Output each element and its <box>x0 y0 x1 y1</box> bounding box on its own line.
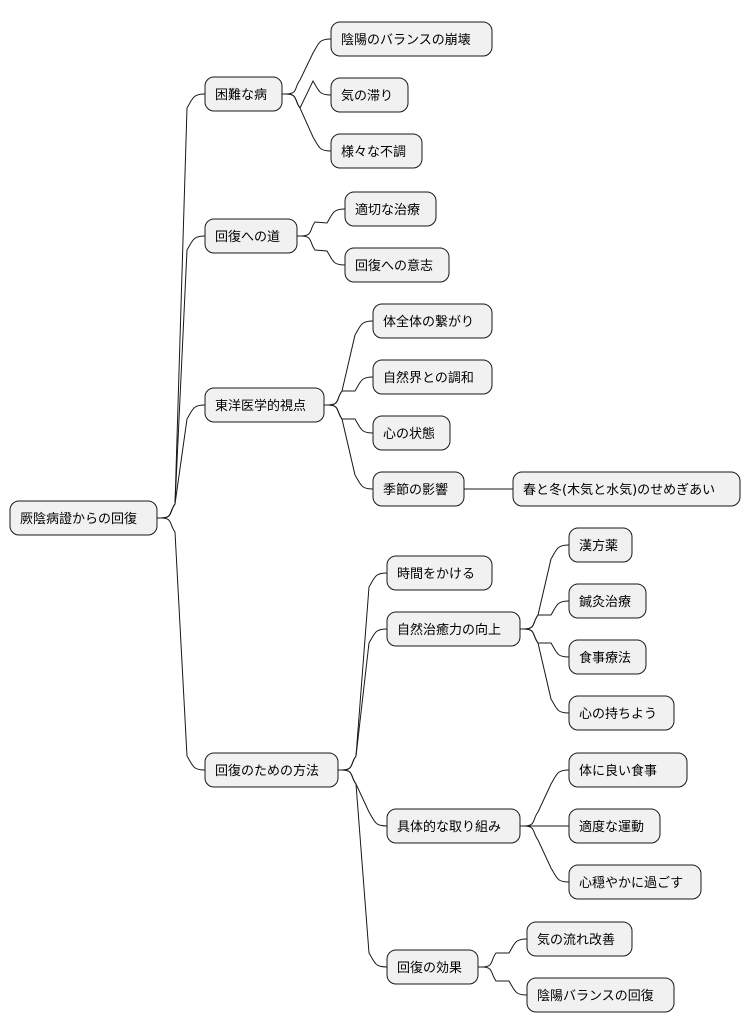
connector-line <box>338 769 388 968</box>
node-label: 体全体の繋がり <box>383 314 474 330</box>
node-label: 困難な病 <box>215 88 267 103</box>
leaf-node[interactable]: 体に良い食事 <box>568 752 688 788</box>
connector-line <box>157 517 206 771</box>
connector-line <box>282 93 332 152</box>
connector-line <box>520 769 570 827</box>
connector-line <box>297 208 346 237</box>
connector-line <box>324 404 374 490</box>
node-label: 様々な不調 <box>341 145 406 160</box>
connector-line <box>520 600 570 630</box>
node-label: 食事療法 <box>579 650 631 666</box>
connector-line <box>338 628 388 771</box>
leaf-node[interactable]: 適度な運動 <box>568 808 661 844</box>
node-label: 体に良い食事 <box>579 763 657 779</box>
leaf-node[interactable]: 適切な治療 <box>344 191 437 227</box>
node-label: 陰陽バランスの回復 <box>537 988 654 1004</box>
leaf-node[interactable]: 自然界との調和 <box>372 359 493 395</box>
connector-line <box>478 938 528 968</box>
connector-line <box>157 235 206 519</box>
branch-node[interactable]: 季節の影響 <box>372 471 465 507</box>
leaf-node[interactable]: 春と冬(木気と水気)のせめぎあい <box>512 471 741 507</box>
node-label: 鍼灸治療 <box>579 594 631 610</box>
branch-node[interactable]: 困難な病 <box>204 76 283 112</box>
leaf-node[interactable]: 心穏やかに過ごす <box>568 864 702 900</box>
node-label: 回復の効果 <box>397 960 462 976</box>
node-label: 厥陰病證からの回復 <box>20 511 137 527</box>
connector-line <box>324 376 374 406</box>
leaf-node[interactable]: 心の持ちよう <box>568 695 675 731</box>
connector-line <box>157 404 206 519</box>
leaf-node[interactable]: 陰陽バランスの回復 <box>526 977 675 1013</box>
leaf-node[interactable]: 陰陽のバランスの崩壊 <box>330 21 493 57</box>
connector-line <box>520 825 570 883</box>
branch-node[interactable]: 東洋医学的視点 <box>204 387 325 423</box>
leaf-node[interactable]: 気の流れ改善 <box>526 921 633 957</box>
branch-node[interactable]: 自然治癒力の向上 <box>386 611 521 647</box>
connector-line <box>324 320 374 406</box>
leaf-node[interactable]: 漢方薬 <box>568 527 633 563</box>
node-label: 東洋医学的視点 <box>215 398 306 414</box>
node-label: 陰陽のバランスの崩壊 <box>341 33 471 48</box>
branch-node[interactable]: 具体的な取り組み <box>386 808 521 844</box>
node-label: 時間をかける <box>397 567 475 582</box>
node-label: 気の流れ改善 <box>537 932 615 948</box>
root-node[interactable]: 厥陰病證からの回復 <box>9 500 158 536</box>
mindmap-nodes: 厥陰病證からの回復 困難な病 陰陽のバランスの崩壊 気の滞り 様々な不調 回復へ… <box>9 21 741 1013</box>
connector-line <box>478 966 528 996</box>
connector-line <box>157 93 206 519</box>
connector-line <box>520 544 570 630</box>
connector-line <box>520 628 570 658</box>
node-label: 心の持ちよう <box>579 707 657 722</box>
leaf-node[interactable]: 気の滞り <box>330 77 409 113</box>
connector-line <box>338 769 388 827</box>
connector-lines <box>157 38 570 996</box>
leaf-node[interactable]: 鍼灸治療 <box>568 583 647 619</box>
leaf-node[interactable]: 心の状態 <box>372 415 451 451</box>
connector-line <box>297 235 346 266</box>
branch-node[interactable]: 回復のための方法 <box>204 752 339 788</box>
node-label: 回復のための方法 <box>215 763 319 779</box>
node-label: 漢方薬 <box>579 538 618 554</box>
node-label: 春と冬(木気と水気)のせめぎあい <box>523 482 715 498</box>
leaf-node[interactable]: 食事療法 <box>568 639 647 675</box>
leaf-node[interactable]: 様々な不調 <box>330 133 423 169</box>
node-label: 具体的な取り組み <box>397 819 501 835</box>
node-label: 適度な運動 <box>579 819 644 835</box>
node-label: 季節の影響 <box>383 482 448 498</box>
node-label: 自然界との調和 <box>383 370 474 386</box>
node-label: 適切な治療 <box>355 202 420 218</box>
leaf-node[interactable]: 体全体の繋がり <box>372 303 493 339</box>
connector-line <box>338 572 388 771</box>
leaf-node[interactable]: 時間をかける <box>386 555 493 591</box>
connector-line <box>324 404 374 434</box>
node-label: 心の状態 <box>383 426 435 442</box>
branch-node[interactable]: 回復への道 <box>204 218 298 254</box>
node-label: 気の滞り <box>341 88 393 104</box>
connector-line <box>520 628 570 714</box>
connector-line <box>282 38 332 95</box>
leaf-node[interactable]: 回復への意志 <box>344 247 450 283</box>
node-label: 心穏やかに過ごす <box>579 875 683 891</box>
node-label: 自然治癒力の向上 <box>397 622 501 638</box>
node-label: 回復への意志 <box>355 258 433 274</box>
branch-node[interactable]: 回復の効果 <box>386 949 479 985</box>
node-label: 回復への道 <box>215 229 280 245</box>
